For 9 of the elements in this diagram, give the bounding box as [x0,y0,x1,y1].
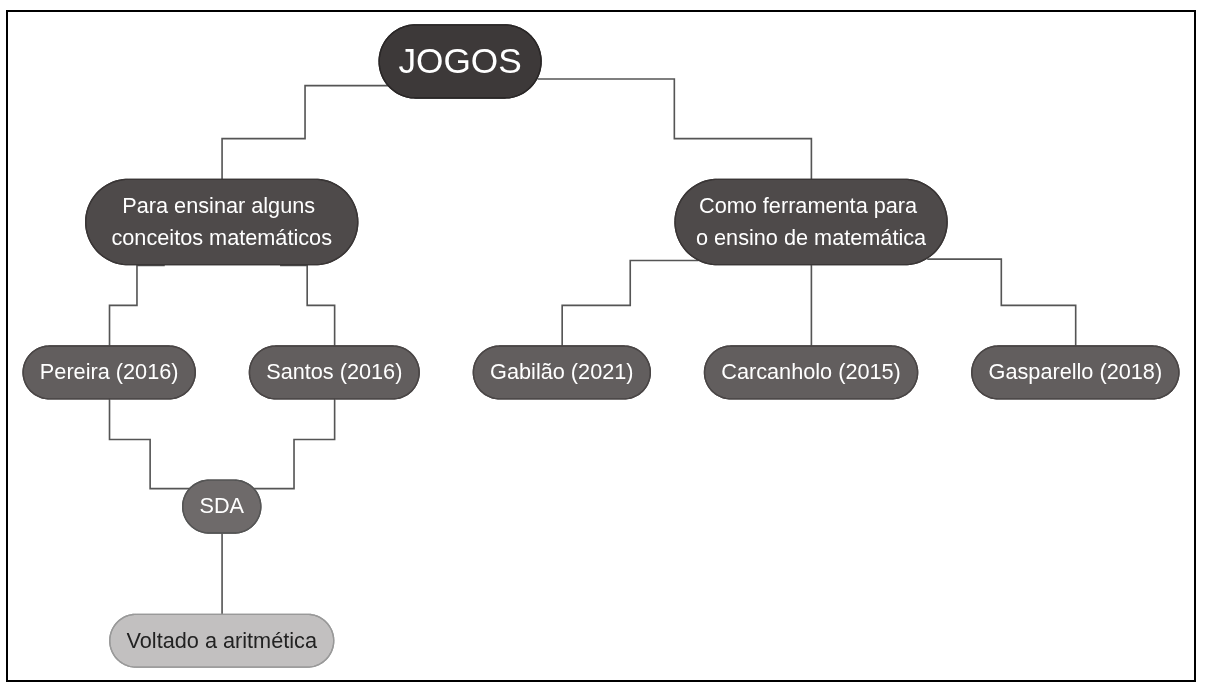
connector [926,258,1077,348]
connector [221,532,224,616]
connector [810,264,813,348]
connector [561,259,700,348]
connector [221,84,390,181]
connector [536,78,813,181]
connector [279,264,336,348]
connector [108,264,166,348]
connector [252,398,336,490]
